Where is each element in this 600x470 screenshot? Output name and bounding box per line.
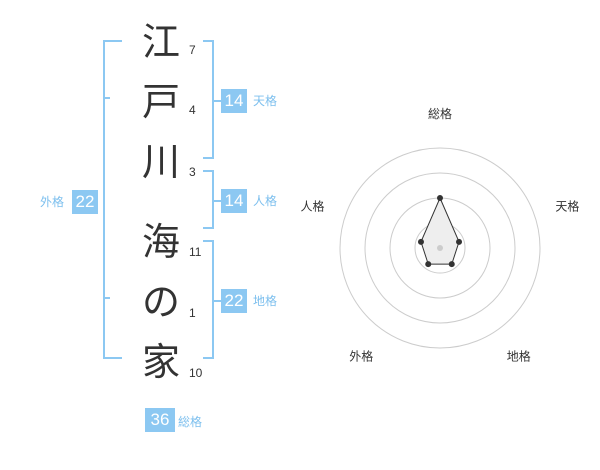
name-char-2: 戸: [141, 80, 180, 124]
name-char-5: の: [141, 280, 180, 324]
radar-ring-4: [339, 147, 541, 349]
radar-axis-label-3: 地格: [507, 348, 531, 363]
radar-center-dot: [437, 245, 443, 251]
soukaku-badge: 36: [145, 408, 175, 432]
radar-area: [420, 196, 460, 265]
tenkaku-label: 天格: [253, 94, 278, 108]
radar-point-3: [448, 261, 455, 268]
gaikaku-bracket: [103, 40, 122, 359]
gaikaku-badge: 22: [72, 190, 98, 214]
jinkaku-label: 人格: [253, 194, 278, 208]
radar-axis-label-1: 総格: [428, 106, 452, 121]
radar-point-5: [417, 238, 424, 245]
stroke-count-5: 1: [189, 306, 196, 320]
radar-ring-3: [364, 172, 516, 324]
stroke-count-6: 10: [189, 366, 203, 380]
radar-point-1: [437, 195, 443, 201]
radar-point-2: [456, 238, 463, 245]
name-char-1: 江: [141, 20, 180, 64]
jinkaku-badge: 14: [221, 189, 247, 213]
name-char-4: 海: [141, 220, 180, 264]
tenkaku-bracket: [203, 40, 214, 159]
radar-axis-label-4: 外格: [349, 348, 373, 363]
soukaku-label: 総格: [178, 415, 203, 429]
stroke-count-3: 3: [189, 165, 196, 179]
jinkaku-bracket: [203, 170, 214, 229]
chikaku-badge: 22: [221, 289, 247, 313]
stroke-count-4: 11: [189, 245, 202, 259]
tenkaku-badge: 14: [221, 89, 247, 113]
gaikaku-label: 外格: [40, 195, 65, 209]
name-char-3: 川: [141, 140, 180, 184]
radar-axis-label-2: 天格: [555, 199, 579, 214]
radar-axis-label-5: 人格: [301, 199, 325, 214]
radar-point-4: [425, 261, 432, 268]
stroke-count-2: 4: [189, 103, 196, 117]
stroke-count-1: 7: [189, 43, 196, 57]
chikaku-bracket: [203, 240, 214, 359]
name-char-6: 家: [141, 340, 180, 384]
chikaku-label: 地格: [253, 294, 278, 308]
